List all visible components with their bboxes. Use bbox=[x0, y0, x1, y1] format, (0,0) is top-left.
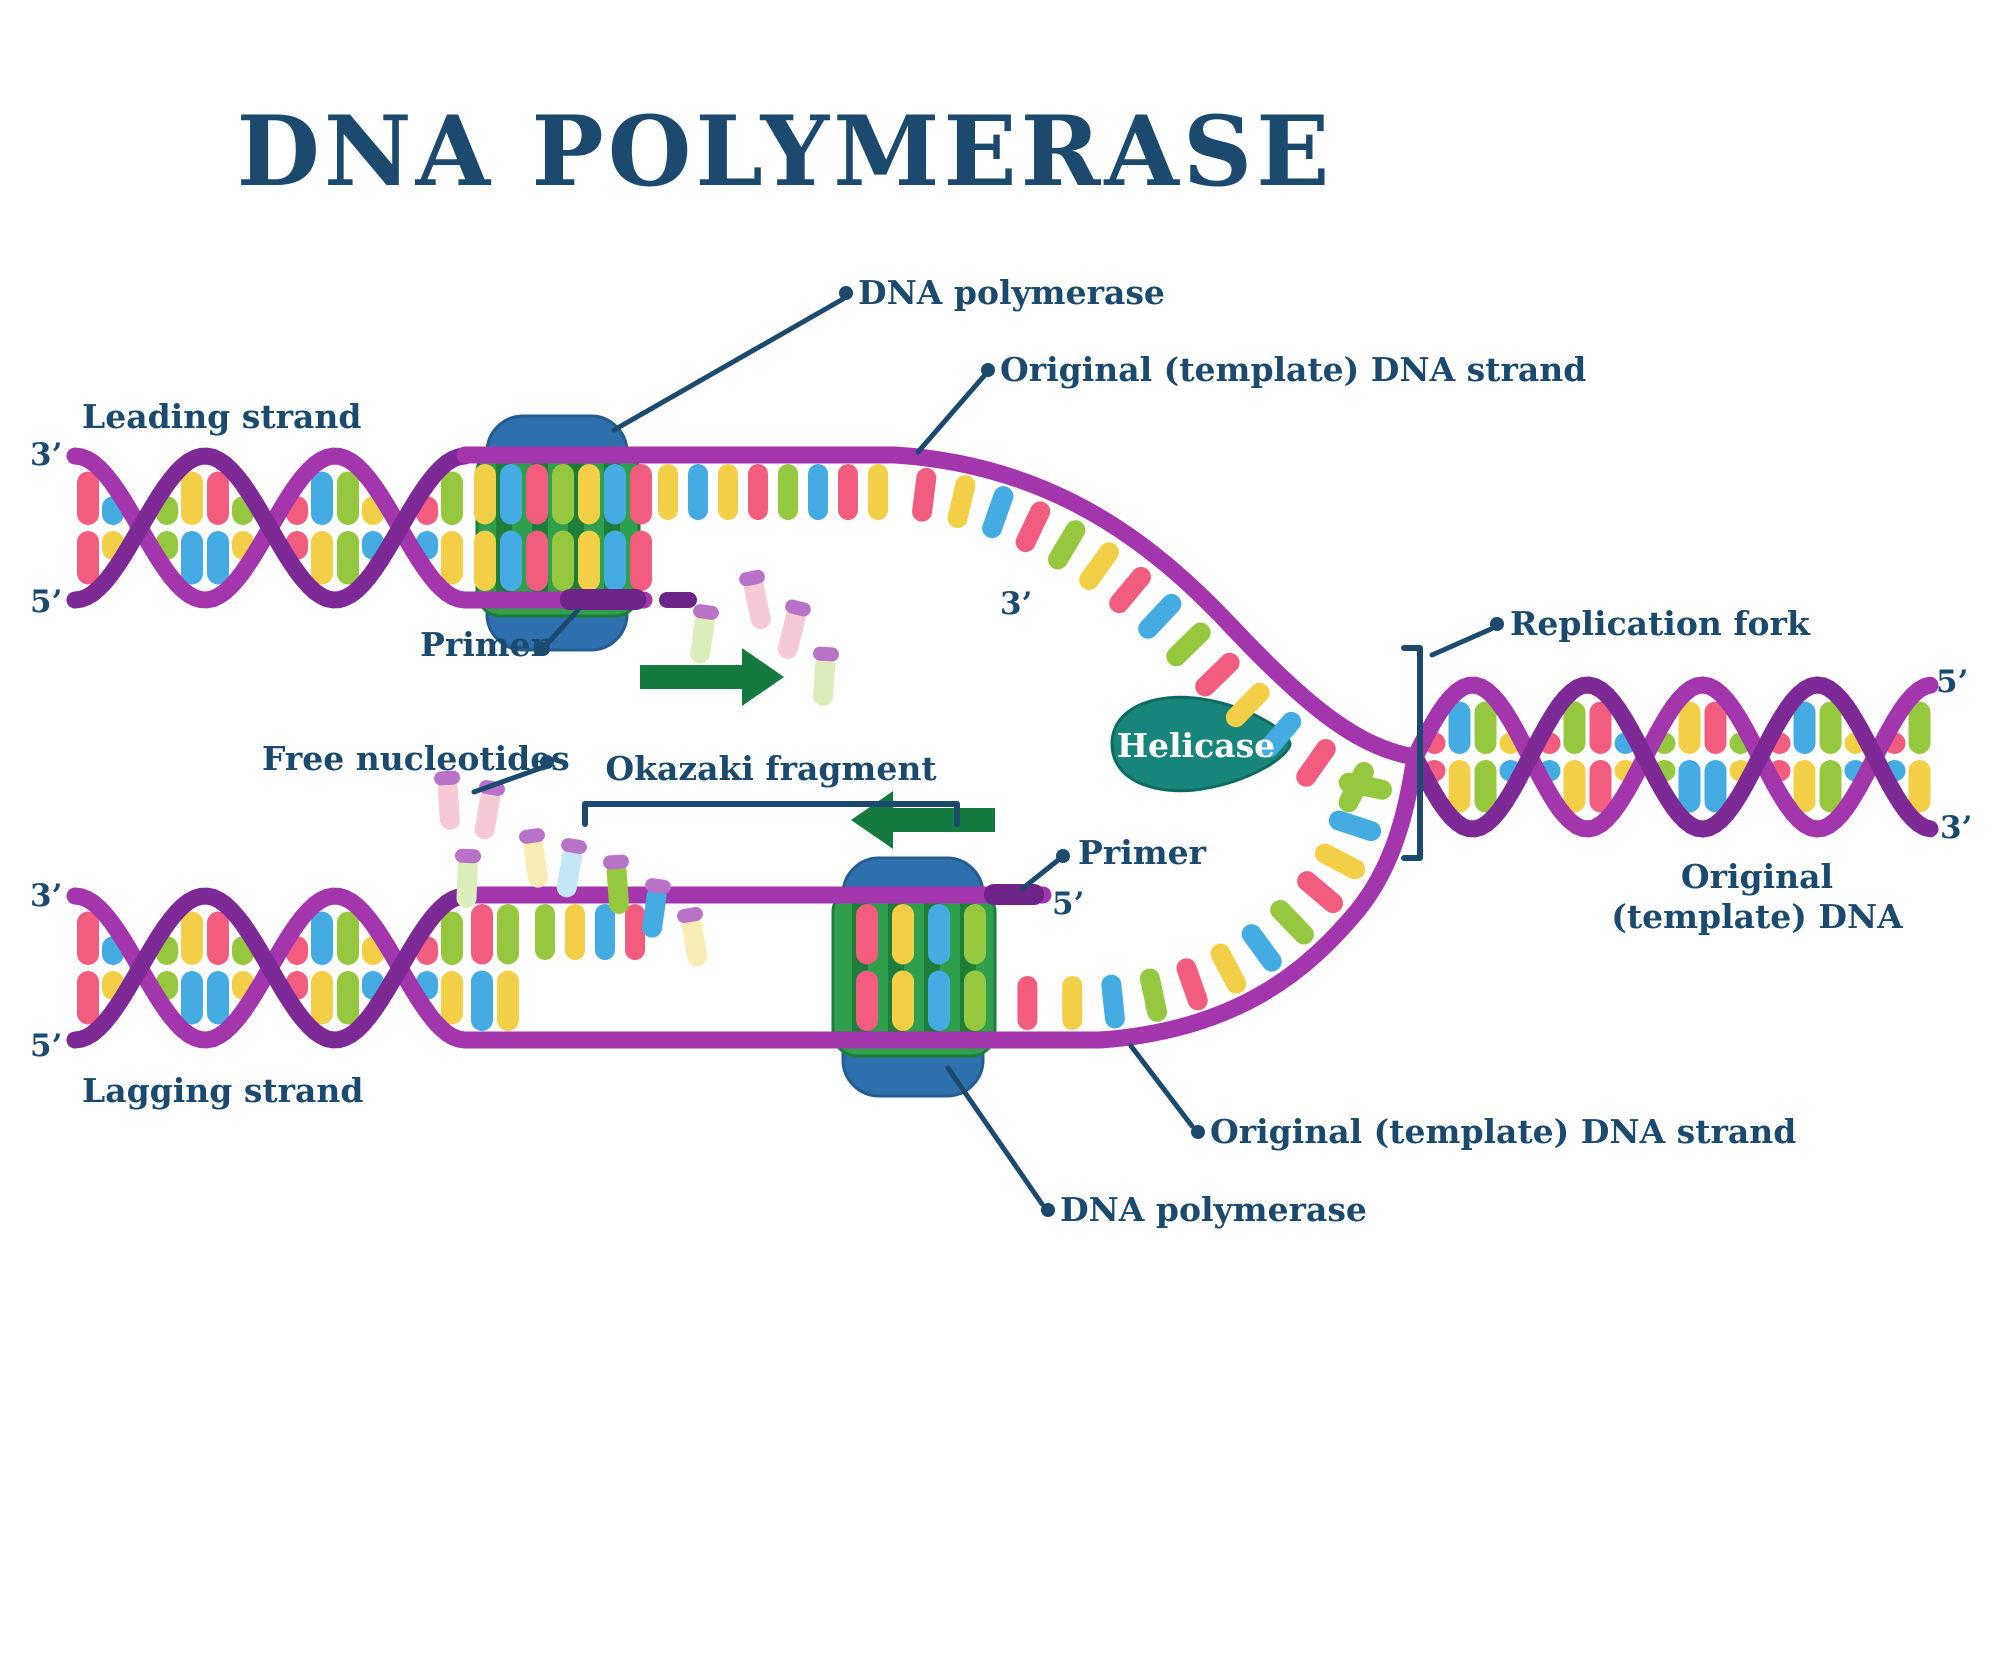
leader-line bbox=[915, 373, 987, 455]
label-free-nucleotides: Free nucleotides bbox=[262, 739, 570, 795]
right-5-prime: 5’ bbox=[1936, 664, 1968, 700]
template-strand-bottom bbox=[456, 748, 1424, 1049]
okazaki-fragment-label: Okazaki fragment bbox=[605, 749, 937, 788]
okazaki-bracket bbox=[582, 801, 960, 827]
replication-fork-label: Replication fork bbox=[1510, 604, 1811, 643]
primer-dash bbox=[659, 592, 697, 608]
lagging-direction-arrow bbox=[851, 791, 995, 849]
leading-direction-arrow bbox=[640, 648, 784, 706]
original-dna-helix bbox=[1406, 676, 1939, 838]
leader-line bbox=[1429, 626, 1494, 658]
okazaki-5-prime: 5’ bbox=[1052, 886, 1084, 922]
dna-polymerase-bottom-label: DNA polymerase bbox=[1060, 1190, 1367, 1229]
primer-top-label: Primer bbox=[420, 625, 549, 664]
original-template-strand-bottom-label: Original (template) DNA strand bbox=[1210, 1112, 1796, 1151]
primer-segment-bottom bbox=[984, 884, 1044, 905]
gap-3-prime: 3’ bbox=[1000, 586, 1032, 622]
page-title: DNA POLYMERASE bbox=[237, 95, 1334, 208]
original-template-dna-line1: Original bbox=[1681, 857, 1833, 896]
lagging-3-prime: 3’ bbox=[30, 878, 62, 914]
leader-dot bbox=[1490, 617, 1504, 631]
lagging-strand-region bbox=[456, 748, 1424, 1049]
label-primer-top: Primer bbox=[420, 607, 581, 664]
diagram-labels: DNA POLYMERASE DNA polymerase Original (… bbox=[30, 95, 1972, 1229]
leader-line bbox=[544, 607, 581, 647]
label-original-template-strand-top: Original (template) DNA strand bbox=[915, 350, 1586, 455]
leader-line bbox=[1019, 858, 1060, 892]
label-primer-bottom: Primer bbox=[1019, 833, 1207, 892]
label-dna-polymerase-top: DNA polymerase bbox=[611, 273, 1165, 433]
leader-line bbox=[471, 765, 544, 795]
right-3-prime: 3’ bbox=[1940, 810, 1972, 846]
free-nucleotides-label: Free nucleotides bbox=[262, 739, 570, 778]
dna-polymerase-top-label: DNA polymerase bbox=[858, 273, 1165, 312]
label-dna-polymerase-bottom: DNA polymerase bbox=[945, 1065, 1367, 1229]
leading-strand-region bbox=[456, 446, 1424, 813]
helicase-label: Helicase bbox=[1117, 726, 1275, 765]
leader-line bbox=[1128, 1043, 1195, 1129]
replication-fork-bracket bbox=[1401, 645, 1423, 861]
leading-strand-label: Leading strand bbox=[82, 397, 361, 436]
template-strand-top bbox=[456, 446, 1424, 766]
leader-dot bbox=[1041, 1203, 1055, 1217]
leader-dot bbox=[1056, 849, 1070, 863]
label-original-template-strand-bottom: Original (template) DNA strand bbox=[1128, 1043, 1796, 1151]
primer-segment-top bbox=[560, 589, 646, 610]
leading-strand-helix bbox=[66, 447, 474, 609]
leader-line bbox=[945, 1065, 1045, 1207]
leader-line bbox=[611, 296, 846, 433]
leader-dot bbox=[1191, 1125, 1205, 1139]
leader-dot bbox=[839, 286, 853, 300]
original-template-dna-line2: (template) DNA bbox=[1611, 897, 1903, 936]
leader-dot bbox=[540, 755, 554, 769]
lagging-5-prime: 5’ bbox=[30, 1028, 62, 1064]
leading-5-prime: 5’ bbox=[30, 584, 62, 620]
leading-3-prime: 3’ bbox=[30, 437, 62, 473]
lagging-strand-helix bbox=[66, 887, 474, 1049]
label-okazaki-fragment: Okazaki fragment bbox=[582, 749, 960, 827]
original-template-strand-top-label: Original (template) DNA strand bbox=[1000, 350, 1586, 389]
diagram-artwork bbox=[66, 414, 1939, 1098]
primer-bottom-label: Primer bbox=[1078, 833, 1207, 872]
lagging-strand-label: Lagging strand bbox=[82, 1071, 363, 1110]
label-replication-fork: Replication fork bbox=[1429, 604, 1811, 658]
leader-dot bbox=[981, 363, 995, 377]
